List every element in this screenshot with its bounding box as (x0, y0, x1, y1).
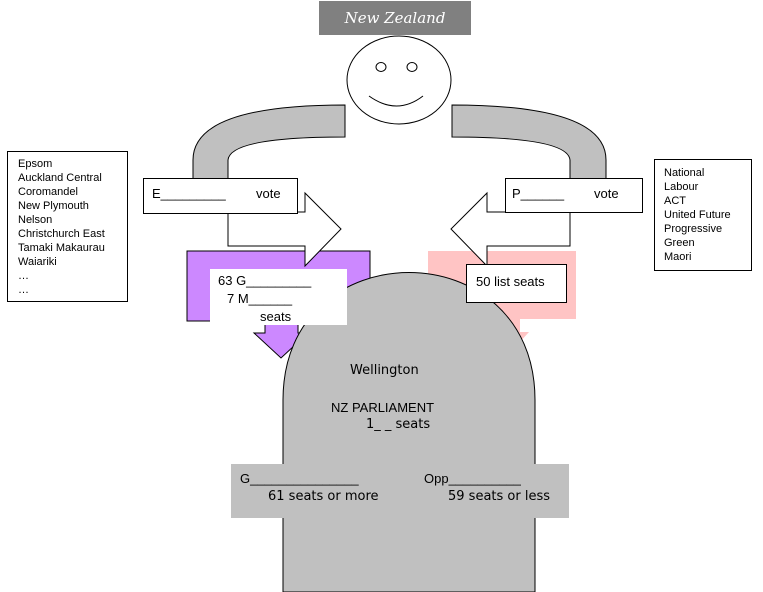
electorate-list-item: Auckland Central (18, 172, 102, 184)
parliament-place: Wellington (350, 363, 419, 378)
electorate-seats-box: 63 G_________ 7 M______ seats (210, 269, 347, 325)
parliament-name: NZ PARLIAMENT (331, 400, 435, 415)
electorate-list-item: … (18, 270, 29, 282)
opposition-label: Opp__________ (424, 471, 521, 486)
right-flow-band (451, 104, 607, 181)
electorate-seats-line2: 7 M______ (227, 291, 293, 306)
party-vote-suffix: vote (594, 186, 619, 201)
title-box: New Zealand voters (319, 1, 471, 61)
government-opposition-bar (231, 464, 569, 518)
electorate-list-item: Nelson (18, 214, 53, 226)
party-list-item: Labour (664, 181, 699, 193)
party-list-item: Progressive (664, 223, 723, 235)
electorate-list-item: … (18, 284, 29, 296)
party-list-item: Green (664, 237, 695, 249)
government-seats: 61 seats or more (268, 489, 379, 504)
page-title: New Zealand voters (344, 9, 446, 61)
voter-face-icon (346, 35, 452, 125)
party-vote-box: P______ vote (505, 178, 643, 213)
party-list-item: ACT (664, 195, 686, 207)
electorate-seats-line1: 63 G_________ (218, 273, 312, 288)
opposition-seats: 59 seats or less (448, 489, 551, 504)
party-list-item: National (664, 167, 705, 179)
electorate-vote-arrow (227, 191, 342, 268)
electorate-list-item: New Plymouth (18, 200, 89, 212)
parliament-seats: 1_ _ seats (366, 417, 431, 432)
electorate-list-item: Waiariki (18, 256, 57, 268)
electorate-vote-prefix: E_________ (152, 186, 226, 201)
government-label: G_______________ (240, 471, 359, 486)
electorate-list-item: Tamaki Makaurau (18, 242, 105, 254)
electorate-vote-box: E_________ vote (143, 178, 298, 214)
electorate-list-item: Christchurch East (18, 228, 105, 240)
list-seats-box: 50 list seats (466, 264, 567, 303)
party-vote-arrow (450, 191, 571, 268)
party-list-item: United Future (664, 209, 731, 221)
electorate-list-item: Epsom (18, 158, 53, 170)
list-seats-label: 50 list seats (476, 274, 545, 289)
electorate-seats-line3: seats (260, 309, 292, 324)
electorate-list-item: Coromandel (18, 186, 78, 198)
party-vote-prefix: P______ (512, 186, 565, 201)
party-list-item: Maori (664, 251, 692, 263)
electorate-vote-suffix: vote (256, 186, 281, 201)
left-flow-band (192, 104, 346, 181)
